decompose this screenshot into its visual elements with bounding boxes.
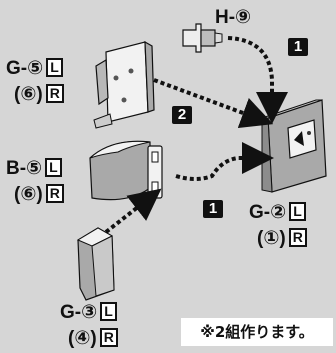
step-badge-top: 1	[288, 38, 308, 56]
label-g6: (⑥)R	[14, 84, 64, 104]
label-g3-text: G-③	[60, 302, 98, 323]
step-badge-bottom: 1	[203, 200, 223, 218]
label-g1-text: (①)	[257, 228, 286, 249]
label-g4-side: R	[99, 328, 118, 347]
label-b6-text: (⑥)	[14, 184, 43, 205]
label-b5-side: L	[45, 158, 62, 177]
cap-b5	[89, 140, 163, 201]
label-g2-side: L	[289, 202, 306, 221]
label-g5-text: G-⑤	[6, 58, 44, 79]
motion-arrows	[104, 36, 288, 234]
step-badge-middle: 2	[172, 106, 192, 124]
label-g1-side: R	[288, 228, 307, 247]
label-b5-text: B-⑤	[6, 158, 43, 179]
label-b6-side: R	[45, 184, 64, 203]
bracket-g5	[93, 40, 155, 129]
label-g4-text: (④)	[68, 328, 97, 349]
label-h9-text: H-⑨	[215, 7, 252, 28]
note-two-sets: ※2組作ります。	[181, 318, 333, 346]
label-g6-side: R	[45, 84, 64, 103]
label-g1: (①)R	[257, 228, 307, 248]
label-g5-side: L	[46, 58, 63, 77]
label-h9: H-⑨	[215, 8, 251, 27]
screw-h9	[182, 23, 223, 53]
label-b6: (⑥)R	[14, 184, 64, 204]
label-g4: (④)R	[68, 328, 118, 348]
label-g2-text: G-②	[249, 202, 287, 223]
block-g3	[76, 227, 115, 301]
label-g3-side: L	[100, 302, 117, 321]
housing-g2	[261, 99, 327, 193]
label-g6-text: (⑥)	[14, 84, 43, 105]
